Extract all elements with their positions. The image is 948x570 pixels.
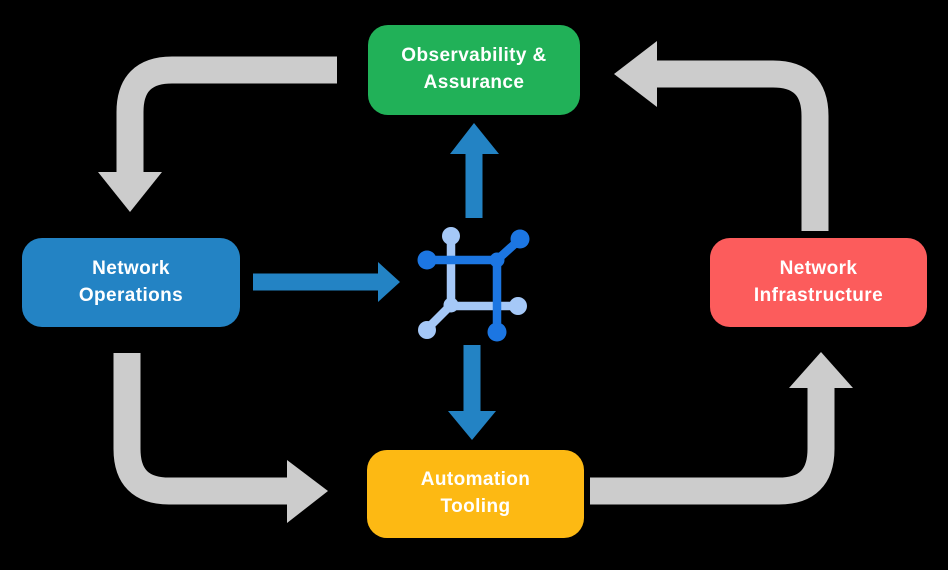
node-infrastructure-label: Network Infrastructure bbox=[753, 257, 884, 306]
arrow-observability-to-operations bbox=[98, 56, 337, 212]
arrow-hub-to-automation bbox=[448, 345, 496, 440]
network-hub-icon-dark-part bbox=[417, 229, 530, 342]
arrow-infrastructure-to-observability bbox=[614, 41, 829, 231]
arrow-hub-to-observability bbox=[450, 123, 499, 218]
node-network-operations: Network Operations bbox=[22, 238, 240, 327]
node-observability-label: Observability & Assurance bbox=[401, 45, 547, 93]
node-automation-tooling: Automation Tooling bbox=[367, 450, 584, 538]
node-network-infrastructure: Network Infrastructure bbox=[710, 238, 927, 327]
network-hub-icon bbox=[417, 227, 530, 342]
arrow-operations-to-automation bbox=[113, 353, 328, 523]
arrow-operations-to-hub bbox=[253, 262, 400, 302]
node-operations-label: Network Operations bbox=[78, 257, 184, 306]
arrow-automation-to-infrastructure bbox=[590, 352, 853, 505]
node-automation-label: Automation Tooling bbox=[420, 469, 531, 517]
node-observability-assurance: Observability & Assurance bbox=[368, 25, 580, 115]
network-hub-icon-light-part bbox=[418, 227, 527, 339]
